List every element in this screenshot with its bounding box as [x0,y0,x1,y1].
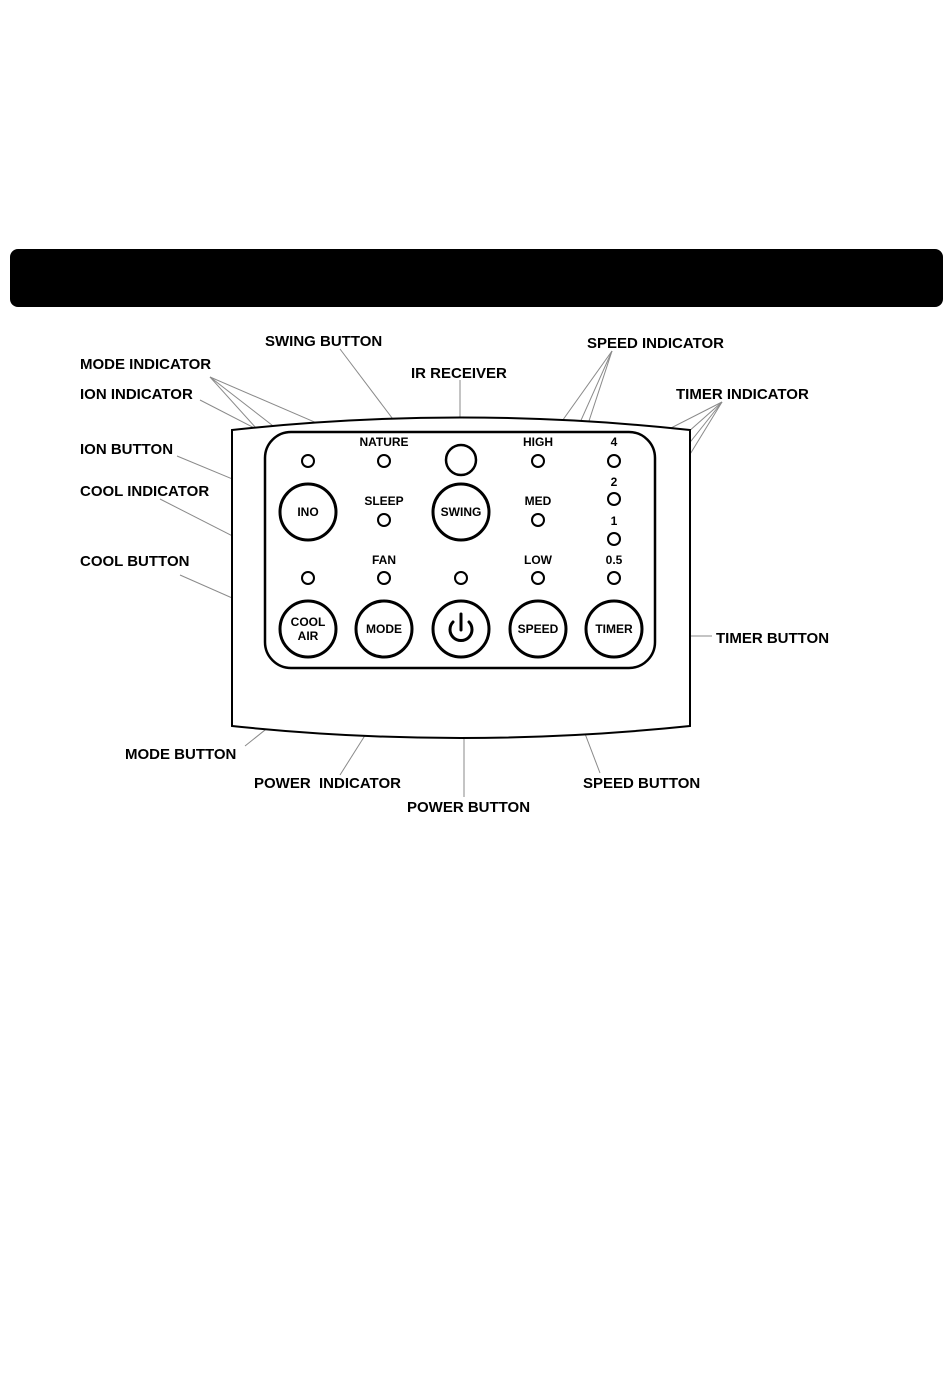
callout-speed-indicator: SPEED INDICATOR [587,335,724,352]
swing-button[interactable]: SWING [433,484,489,540]
callout-ion-button: ION BUTTON [80,441,173,458]
cool-button-label-line1: COOL [291,615,326,629]
callout-swing-button: SWING BUTTON [265,333,382,350]
callout-power-indicator: POWER INDICATOR [254,775,401,792]
power-indicator-led [455,572,467,584]
label-timer-1: 1 [611,514,618,528]
ion-button[interactable]: INO [280,484,336,540]
cool-indicator-led [302,572,314,584]
fan-indicator-led [378,572,390,584]
sleep-indicator-led [378,514,390,526]
label-high: HIGH [523,435,553,449]
callout-mode-indicator: MODE INDICATOR [80,356,211,373]
cool-air-button[interactable]: COOL AIR [280,601,336,657]
timer-1-indicator-led [608,533,620,545]
callout-ion-indicator: ION INDICATOR [80,386,193,403]
nature-indicator-led [378,455,390,467]
swing-button-label: SWING [441,505,482,519]
high-indicator-led [532,455,544,467]
callout-timer-button: TIMER BUTTON [716,630,829,647]
label-sleep: SLEEP [364,494,403,508]
callout-speed-button: SPEED BUTTON [583,775,700,792]
callout-mode-button: MODE BUTTON [125,746,236,763]
callout-cool-indicator: COOL INDICATOR [80,483,209,500]
ion-indicator-led [302,455,314,467]
med-indicator-led [532,514,544,526]
power-button[interactable] [433,601,489,657]
callout-power-button: POWER BUTTON [407,799,530,816]
label-med: MED [525,494,552,508]
label-timer-2: 2 [611,475,618,489]
timer-05-indicator-led [608,572,620,584]
timer-4-indicator-led [608,455,620,467]
label-timer-05: 0.5 [606,553,623,567]
mode-button-label: MODE [366,622,402,636]
timer-2-indicator-led [608,493,620,505]
label-fan: FAN [372,553,396,567]
timer-button[interactable]: TIMER [586,601,642,657]
ir-receiver [446,445,476,475]
label-nature: NATURE [359,435,408,449]
callout-timer-indicator: TIMER INDICATOR [676,386,809,403]
callout-cool-button: COOL BUTTON [80,553,189,570]
cool-button-label-line2: AIR [298,629,319,643]
label-low: LOW [524,553,553,567]
callout-ir-receiver: IR RECEIVER [411,365,507,382]
low-indicator-led [532,572,544,584]
speed-button-label: SPEED [518,622,559,636]
timer-button-label: TIMER [595,622,633,636]
ion-button-label: INO [297,505,318,519]
label-timer-4: 4 [611,435,618,449]
mode-button[interactable]: MODE [356,601,412,657]
speed-button[interactable]: SPEED [510,601,566,657]
